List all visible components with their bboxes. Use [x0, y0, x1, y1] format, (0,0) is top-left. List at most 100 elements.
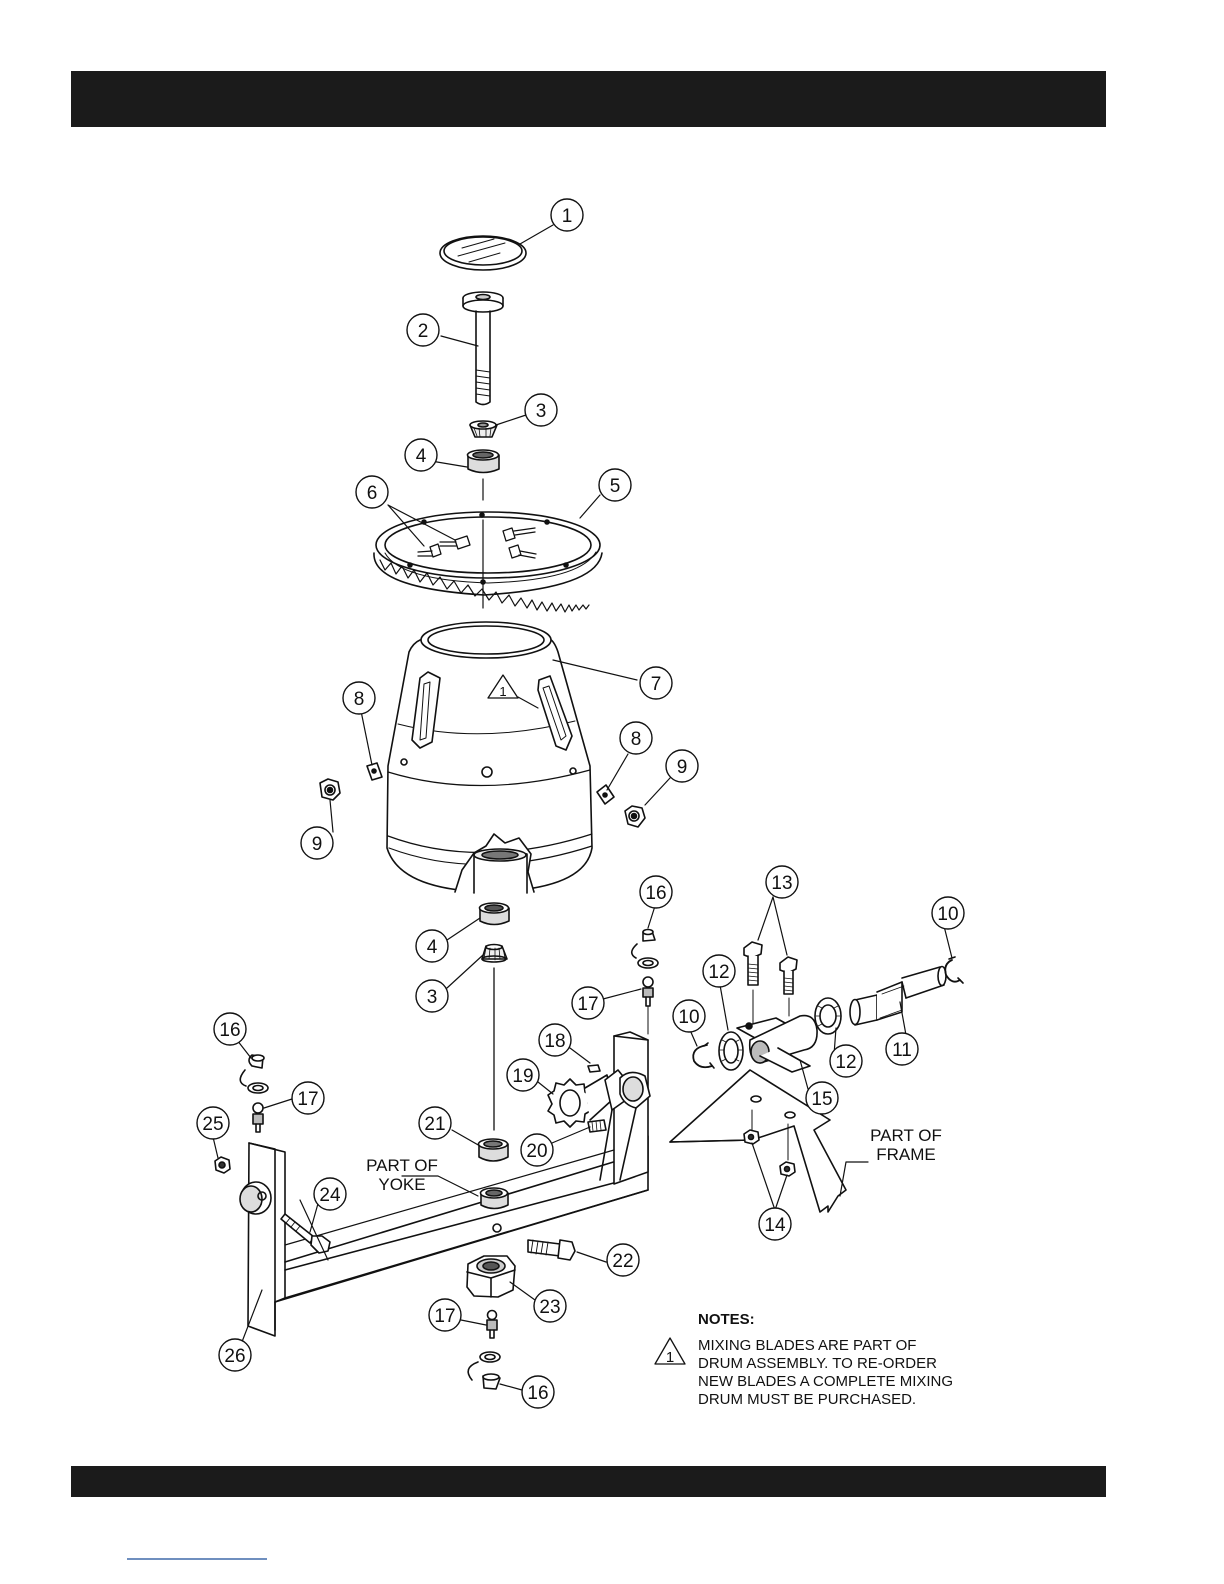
part-bearing-12-left — [719, 1032, 743, 1070]
callout-number: 21 — [424, 1114, 445, 1135]
callout-bubble: 10 — [932, 897, 964, 929]
part-square-washer-left — [367, 763, 382, 780]
callout-number: 15 — [811, 1089, 832, 1110]
part-bearing-cone-lower — [482, 945, 507, 963]
notes-heading: NOTES: — [698, 1311, 755, 1328]
part-mixing-drum — [387, 622, 592, 893]
callout-number: 5 — [610, 476, 621, 497]
part-bearing-block-15 — [737, 1016, 817, 1072]
callout-number: 4 — [416, 446, 427, 467]
part-ring-gear — [374, 512, 602, 612]
callout-bubble: 21 — [419, 1107, 451, 1139]
callout-bubble: 8 — [620, 722, 652, 754]
callout-bubble: 24 — [314, 1178, 346, 1210]
part-bearing-cup-upper — [468, 450, 500, 473]
callout-number: 12 — [708, 962, 729, 983]
callout-number: 22 — [612, 1251, 633, 1272]
callout-number: 9 — [312, 834, 323, 855]
callout-bubble: 18 — [539, 1024, 571, 1056]
callout-number: 6 — [367, 483, 378, 504]
part-cover-lid — [440, 236, 526, 270]
callout-bubble: 15 — [806, 1082, 838, 1114]
frame-label-line1: PART OF — [870, 1126, 942, 1145]
part-yoke-cup — [481, 1188, 509, 1209]
callout-bubble: 17 — [429, 1299, 461, 1331]
callout-bubble: 6 — [356, 476, 388, 508]
callout-number: 3 — [536, 401, 547, 422]
callout-number: 8 — [354, 689, 365, 710]
part-bearing-cone-upper — [470, 421, 497, 437]
yoke-label-line2: YOKE — [378, 1175, 425, 1194]
callout-bubble: 7 — [640, 667, 672, 699]
part-shaft-11 — [850, 967, 946, 1026]
frame-label-line2: FRAME — [876, 1145, 936, 1164]
callout-bubble: 5 — [599, 469, 631, 501]
part-snap-ring-left — [693, 1043, 714, 1068]
part-grease-cap-left — [240, 1055, 268, 1093]
callout-bubble: 20 — [521, 1134, 553, 1166]
callout-number: 2 — [418, 321, 429, 342]
callout-bubble: 16 — [640, 876, 672, 908]
callout-number: 1 — [562, 206, 573, 227]
part-bearing-12-right — [815, 998, 841, 1034]
callout-number: 25 — [202, 1114, 223, 1135]
part-grease-fitting-right — [643, 977, 653, 1034]
callout-number: 10 — [678, 1007, 699, 1028]
callout-bubble: 14 — [759, 1208, 791, 1240]
callout-number: 24 — [319, 1185, 341, 1206]
callout-number: 20 — [526, 1141, 547, 1162]
callout-number: 17 — [297, 1089, 318, 1110]
callout-number: 23 — [539, 1297, 560, 1318]
callout-number: 19 — [512, 1066, 533, 1087]
notes-warning-number: 1 — [666, 1349, 674, 1366]
part-key-18 — [588, 1065, 600, 1072]
callout-number: 16 — [219, 1020, 240, 1041]
notes-line: DRUM MUST BE PURCHASED. — [698, 1391, 916, 1408]
callout-bubble: 10 — [673, 1000, 705, 1032]
part-snap-ring-right — [945, 957, 963, 983]
callout-number: 7 — [651, 674, 662, 695]
part-nuts-14 — [744, 1130, 795, 1176]
callout-bubble: 4 — [405, 439, 437, 471]
notes-line: NEW BLADES A COMPLETE MIXING — [698, 1373, 953, 1390]
callout-bubble: 9 — [301, 827, 333, 859]
part-nut-23 — [467, 1256, 515, 1297]
notes-line: DRUM ASSEMBLY. TO RE-ORDER — [698, 1355, 937, 1372]
part-stud-20 — [588, 1120, 606, 1132]
callout-bubble: 17 — [292, 1082, 324, 1114]
callout-bubble: 11 — [886, 1033, 918, 1065]
callout-number: 13 — [771, 873, 792, 894]
part-grease-fitting-bottom — [487, 1311, 497, 1339]
part-nut-left — [320, 779, 340, 800]
callout-bubble: 16 — [522, 1376, 554, 1408]
part-pinion-gear-19 — [548, 1075, 612, 1127]
callout-number: 26 — [224, 1346, 245, 1367]
callout-number: 9 — [677, 757, 688, 778]
part-bearing-cup-21 — [479, 1139, 509, 1161]
part-grease-fitting-left — [253, 1103, 263, 1132]
callout-bubble: 12 — [703, 955, 735, 987]
callout-bubble: 17 — [572, 987, 604, 1019]
callout-bubble: 26 — [219, 1339, 251, 1371]
callout-bubble: 3 — [416, 980, 448, 1012]
callout-number: 17 — [577, 994, 598, 1015]
part-bolt-22 — [528, 1240, 575, 1260]
callout-bubble: 4 — [416, 930, 448, 962]
callout-number: 4 — [427, 937, 438, 958]
callout-number: 16 — [527, 1383, 548, 1404]
callout-bubble: 13 — [766, 866, 798, 898]
callout-bubble: 22 — [607, 1244, 639, 1276]
callout-number: 12 — [835, 1052, 856, 1073]
part-square-washer-right — [597, 785, 614, 804]
callout-bubble: 8 — [343, 682, 375, 714]
part-shaft — [463, 292, 503, 405]
callout-number: 16 — [645, 883, 666, 904]
callout-bubble: 19 — [507, 1059, 539, 1091]
callout-number: 14 — [764, 1215, 786, 1236]
callout-bubble: 9 — [666, 750, 698, 782]
callout-bubble: 12 — [830, 1045, 862, 1077]
drum-warning-number: 1 — [499, 684, 506, 699]
part-nut-right — [625, 806, 645, 827]
callout-bubble: 25 — [197, 1107, 229, 1139]
callout-number: 11 — [892, 1040, 912, 1061]
